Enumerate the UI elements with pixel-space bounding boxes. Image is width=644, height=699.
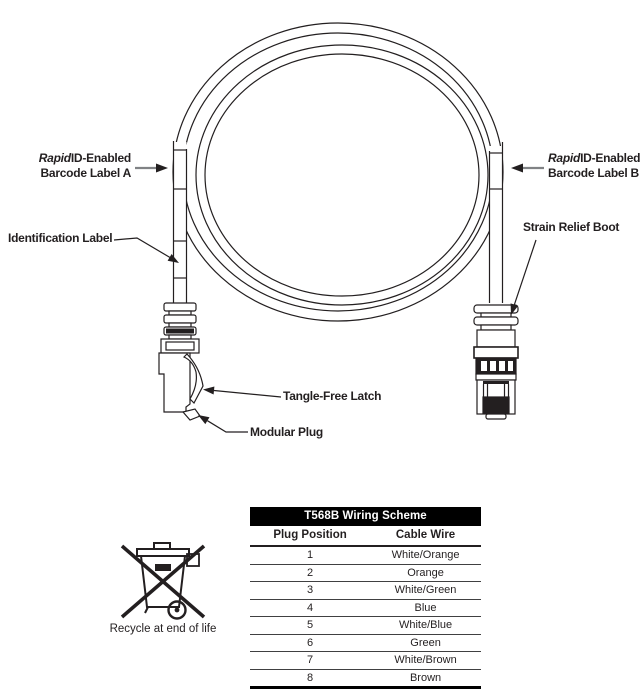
plug-position-cell: 7: [250, 651, 371, 670]
callout-barcode-label-b-italic: Rapid: [548, 151, 581, 165]
cable-wire-cell: White/Blue: [370, 616, 481, 635]
table-row: 2 Orange: [250, 564, 481, 582]
callout-barcode-label-a-italic: Rapid: [38, 151, 71, 165]
callout-barcode-label-b-line2: Barcode Label B: [548, 166, 639, 180]
rj45-plug-side-icon: [158, 302, 204, 421]
recycle-caption: Recycle at end of life: [109, 623, 217, 635]
callout-tangle-free-latch: Tangle-Free Latch: [283, 389, 382, 403]
column-header-plug-position: Plug Position: [250, 526, 371, 547]
callout-barcode-label-b: RapidID-Enabled Barcode Label B: [548, 151, 641, 181]
recycle-mark: Recycle at end of life: [104, 537, 222, 635]
cable-end-right: [488, 142, 504, 303]
weee-crossed-bin-icon: [120, 542, 206, 620]
table-row: 4 Blue: [250, 599, 481, 617]
table-row: 6 Green: [250, 634, 481, 652]
plug-position-cell: 5: [250, 616, 371, 635]
cable-wire-cell: Green: [370, 634, 481, 652]
rj45-plug-front-icon: [473, 304, 519, 420]
callout-modular-plug: Modular Plug: [250, 425, 323, 439]
table-row: 3 White/Green: [250, 581, 481, 600]
cable-coil-icon: [172, 22, 504, 322]
wiring-table-header-row: Plug Position Cable Wire: [250, 526, 481, 547]
callout-barcode-label-a: RapidID-Enabled Barcode Label A: [38, 151, 132, 181]
plug-position-cell: 4: [250, 599, 371, 617]
cable-wire-cell: Blue: [370, 599, 481, 617]
cable-wire-cell: White/Green: [370, 581, 481, 600]
table-row: 7 White/Brown: [250, 651, 481, 670]
plug-position-cell: 8: [250, 669, 371, 689]
wiring-scheme-table: T568B Wiring Scheme Plug Position Cable …: [250, 507, 481, 689]
plug-position-cell: 2: [250, 564, 371, 582]
table-row: 1 White/Orange: [250, 546, 481, 565]
callout-barcode-label-b-rest: ID-Enabled: [580, 151, 641, 165]
wiring-table: Plug Position Cable Wire 1 White/Orange …: [250, 526, 481, 689]
table-row: 5 White/Blue: [250, 616, 481, 635]
plug-position-cell: 1: [250, 546, 371, 565]
cable-wire-cell: Brown: [370, 669, 481, 689]
column-header-cable-wire: Cable Wire: [370, 526, 481, 547]
callout-identification-label: Identification Label: [8, 231, 113, 245]
cable-wire-cell: White/Brown: [370, 651, 481, 670]
callout-barcode-label-a-line2: Barcode Label A: [40, 166, 132, 180]
plug-position-cell: 6: [250, 634, 371, 652]
cable-wire-cell: White/Orange: [370, 546, 481, 565]
cable-end-left: [172, 141, 188, 303]
table-row: 8 Brown: [250, 669, 481, 689]
callout-barcode-label-a-rest: ID-Enabled: [70, 151, 131, 165]
patch-cord-illustration: [113, 22, 544, 433]
callout-strain-relief-boot: Strain Relief Boot: [523, 220, 620, 234]
cable-wire-cell: Orange: [370, 564, 481, 582]
plug-position-cell: 3: [250, 581, 371, 600]
callout-leaders: [113, 163, 544, 433]
wiring-table-title: T568B Wiring Scheme: [250, 507, 481, 526]
